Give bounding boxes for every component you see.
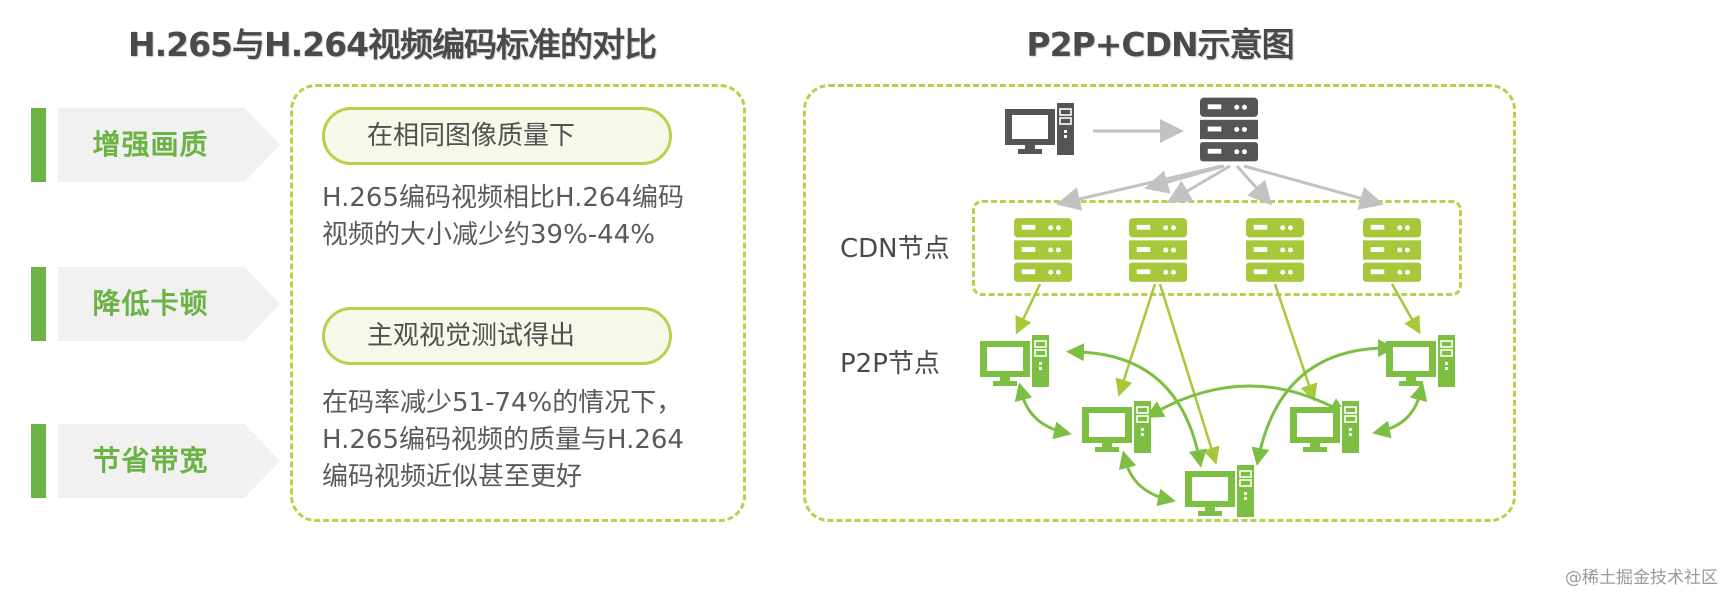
left-panel-title: H.265与H.264视频编码标准的对比 xyxy=(127,25,657,64)
diagram-box xyxy=(803,84,1516,522)
tag-label: 增强画质 xyxy=(92,128,209,161)
cdn-server-icon xyxy=(1014,218,1072,282)
p2p-node-icons xyxy=(980,335,1456,517)
watermark: @稀土掘金技术社区 xyxy=(1565,568,1718,588)
p2p-computer-icon xyxy=(1185,465,1255,517)
text-line: H.265编码视频相比H.264编码 xyxy=(322,183,684,213)
cdn-server-icon xyxy=(1363,218,1421,282)
section-text-size-reduction: H.265编码视频相比H.264编码 视频的大小减少约39%-44% xyxy=(322,180,742,254)
tag-bar xyxy=(31,267,46,341)
section-text-bitrate-reduction: 在码率减少51-74%的情况下， H.265编码视频的质量与H.264 编码视频… xyxy=(322,385,742,496)
tag-bar xyxy=(31,108,46,182)
p2p-computer-icon xyxy=(1082,401,1152,453)
cdn-server-icon xyxy=(1129,218,1187,282)
cdn-node-label: CDN节点 xyxy=(840,234,950,264)
tag-label: 降低卡顿 xyxy=(92,287,209,320)
text-line: 在码率减少51-74%的情况下， xyxy=(322,388,683,418)
section-pill-same-quality: 在相同图像质量下 xyxy=(322,107,672,165)
tag-arrow-shape xyxy=(58,267,280,341)
cdn-distribution-arrows xyxy=(1056,164,1384,211)
tag-enhance-quality: 增强画质 xyxy=(31,108,291,182)
tag-arrow-shape xyxy=(58,108,280,182)
cdn-group-box xyxy=(972,200,1462,296)
cdn-node-icons xyxy=(1014,218,1421,282)
tag-save-bandwidth: 节省带宽 xyxy=(31,424,291,498)
tag-label: 节省带宽 xyxy=(92,444,209,477)
text-line: H.265编码视频的质量与H.264 xyxy=(322,425,684,455)
p2p-computer-icon xyxy=(980,335,1050,387)
tag-bar xyxy=(31,424,46,498)
text-line: 编码视频近似甚至更好 xyxy=(322,462,583,492)
section-pill-subjective-test: 主观视觉测试得出 xyxy=(322,307,672,365)
comparison-box xyxy=(290,84,746,522)
origin-server-icon xyxy=(1200,97,1258,162)
right-panel-title: P2P+CDN示意图 xyxy=(1026,25,1294,64)
tag-arrow-shape xyxy=(58,424,280,498)
p2p-computer-icon xyxy=(1290,401,1360,453)
cdn-server-icon xyxy=(1246,218,1304,282)
origin-client-icon xyxy=(1005,103,1075,155)
tag-reduce-stutter: 降低卡顿 xyxy=(31,267,291,341)
p2p-node-label: P2P节点 xyxy=(840,349,940,379)
text-line: 视频的大小减少约39%-44% xyxy=(322,220,655,250)
p2p-computer-icon xyxy=(1386,335,1456,387)
p2p-exchange-arrows xyxy=(1014,339,1428,507)
